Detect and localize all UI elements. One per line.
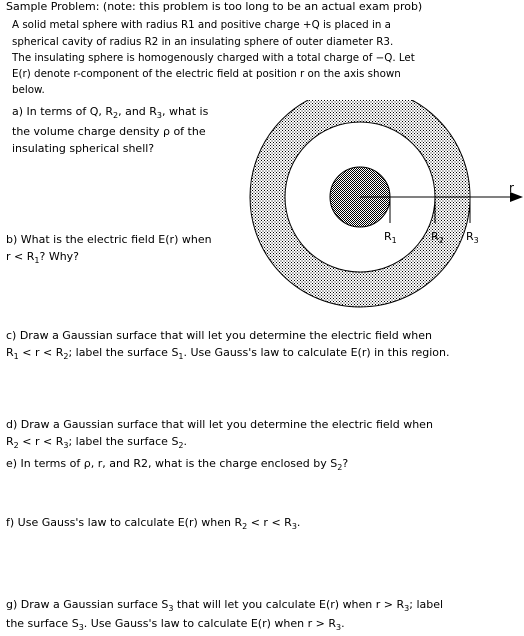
question-c-line: R1 < r < R2; label the surface S1. Use G…	[6, 346, 450, 361]
label-r2: R2	[431, 230, 444, 245]
question-a-line: the volume charge density ρ of the	[12, 125, 206, 138]
intro-line: E(r) denote r-component of the electric …	[12, 68, 401, 80]
question-c-line: c) Draw a Gaussian surface that will let…	[6, 329, 432, 342]
intro-line: spherical cavity of radius R2 in an insu…	[12, 36, 394, 48]
axis-label-r: r	[509, 181, 514, 195]
arrow-head-icon	[510, 192, 523, 202]
question-b-line: r < R1? Why?	[6, 250, 80, 265]
problem-header: Sample Problem: (note: this problem is t…	[6, 0, 423, 13]
question-g-line: the surface S3. Use Gauss's law to calcu…	[6, 617, 345, 632]
question-d-line: d) Draw a Gaussian surface that will let…	[6, 418, 433, 431]
question-f: f) Use Gauss's law to calculate E(r) whe…	[6, 516, 301, 531]
label-r1: R1	[384, 230, 397, 245]
sphere-diagram: r R1 R2 R3	[249, 100, 523, 308]
question-g-line: g) Draw a Gaussian surface S3 that will …	[6, 598, 444, 613]
label-r3: R3	[466, 230, 479, 245]
question-d-line: R2 < r < R3; label the surface S2.	[6, 435, 188, 450]
question-b-line: b) What is the electric field E(r) when	[6, 233, 212, 246]
question-a-line: insulating spherical shell?	[12, 142, 155, 155]
question-a-line: a) In terms of Q, R2, and R3, what is	[12, 105, 209, 120]
intro-line: A solid metal sphere with radius R1 and …	[12, 19, 391, 31]
intro-line: The insulating sphere is homogenously ch…	[12, 52, 415, 64]
intro-line: below.	[12, 84, 45, 96]
question-e: e) In terms of ρ, r, and R2, what is the…	[6, 457, 349, 472]
